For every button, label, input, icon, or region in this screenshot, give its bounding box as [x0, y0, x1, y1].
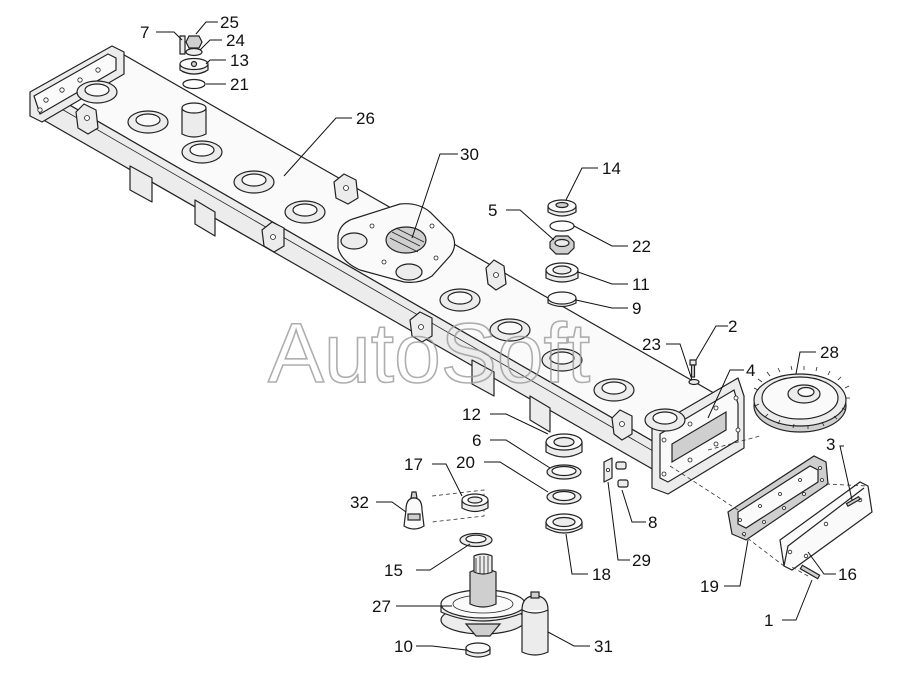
callout-19: 19	[700, 577, 719, 596]
grease-can	[521, 591, 549, 656]
callout-31: 31	[594, 637, 613, 656]
seal-ring	[545, 513, 583, 534]
sealant-bottle	[403, 491, 425, 530]
bearing	[545, 262, 579, 283]
callout-7: 7	[140, 23, 149, 42]
callout-27: 27	[372, 597, 391, 616]
bearing-seat-ring	[489, 318, 531, 342]
callout-9: 9	[632, 299, 641, 318]
shim-ring	[546, 489, 582, 505]
watermark-text: AutoSoft	[268, 306, 590, 400]
bearing-seat-ring	[439, 288, 481, 312]
mounting-bracket	[611, 409, 633, 441]
callout-24: 24	[226, 31, 245, 50]
bearing-seat-ring	[76, 80, 118, 104]
top-left-bearing-stack	[179, 35, 209, 138]
callout-15: 15	[384, 561, 403, 580]
callout-23: 23	[642, 335, 661, 354]
washer	[185, 47, 203, 57]
callout-5: 5	[488, 201, 497, 220]
right-upper-bearing-stack	[545, 199, 579, 308]
circlip	[546, 464, 582, 480]
callout-13: 13	[230, 51, 249, 70]
retaining-ring	[465, 642, 491, 658]
mounting-bracket	[485, 259, 507, 291]
callout-30: 30	[460, 145, 479, 164]
bearing-seat-ring	[284, 200, 326, 224]
callout-32: 32	[350, 493, 369, 512]
side-plate	[194, 199, 216, 237]
bearing-seat-ring	[181, 140, 223, 164]
lock-bracket	[603, 457, 613, 483]
callout-25: 25	[220, 13, 239, 32]
callout-2: 2	[728, 317, 737, 336]
o-ring	[182, 78, 206, 90]
callout-1: 1	[764, 611, 773, 630]
bearing-seat-ring	[541, 348, 583, 372]
mounting-bracket	[261, 221, 285, 253]
mounting-bracket	[409, 311, 433, 343]
lower-bearing-stack	[545, 433, 583, 534]
gear-wheel	[753, 365, 850, 433]
nut	[185, 35, 203, 49]
bolt	[845, 495, 861, 508]
bolt	[799, 564, 821, 580]
side-plate	[529, 395, 551, 433]
callout-28: 28	[820, 343, 839, 362]
pin	[179, 35, 186, 55]
bearing-seat-ring	[233, 170, 275, 194]
drive-hub	[440, 553, 526, 637]
callout-17: 17	[404, 455, 423, 474]
callout-21: 21	[230, 75, 249, 94]
side-plate	[129, 165, 153, 203]
callout-26: 26	[356, 109, 375, 128]
bearing-seat-ring	[593, 378, 635, 402]
callout-labels: 7 25 24 13 21 26 30 14 5 22 11 9 2 23 4 …	[140, 13, 857, 656]
gearbox-cover-plate	[337, 203, 456, 283]
oil-seal	[461, 493, 489, 513]
mounting-bracket	[75, 103, 99, 135]
callout-29: 29	[632, 551, 651, 570]
callout-20: 20	[456, 453, 475, 472]
bearing	[545, 433, 583, 458]
nut	[549, 235, 575, 255]
washer	[688, 378, 700, 386]
callout-3: 3	[826, 435, 835, 454]
callout-8: 8	[648, 513, 657, 532]
bearing-seat-ring	[644, 408, 686, 432]
callout-14: 14	[602, 159, 621, 178]
o-ring	[549, 220, 575, 232]
dowel-pins	[615, 461, 629, 488]
mounting-bracket	[333, 173, 359, 205]
seal-ring	[459, 532, 493, 548]
callout-22: 22	[632, 237, 651, 256]
leader-lines	[156, 21, 853, 651]
bearing-cap	[179, 57, 209, 75]
callout-4: 4	[746, 361, 755, 380]
callout-18: 18	[592, 565, 611, 584]
callout-11: 11	[632, 275, 650, 294]
bearing-seat-ring	[127, 110, 169, 134]
bearing-cap	[547, 199, 577, 217]
callout-16: 16	[838, 565, 857, 584]
callout-10: 10	[394, 637, 413, 656]
screw	[689, 359, 697, 378]
callout-12: 12	[462, 405, 481, 424]
side-plate	[471, 359, 495, 397]
callout-6: 6	[472, 431, 481, 450]
spacer-ring	[547, 291, 577, 308]
bearing-sleeve	[181, 102, 207, 138]
